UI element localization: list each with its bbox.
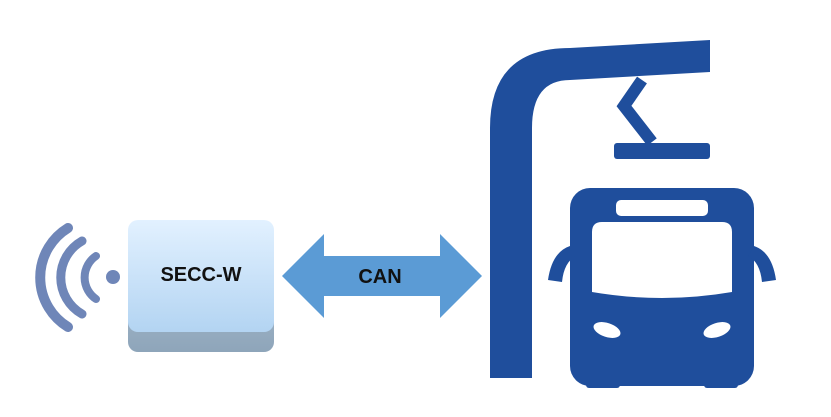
bus-mirror-left xyxy=(548,246,576,282)
module-label: SECC-W xyxy=(160,264,241,286)
bus-headlight-right xyxy=(703,322,731,338)
signal-dot xyxy=(106,270,120,284)
bus-windshield xyxy=(592,222,732,298)
bus-wheel-left xyxy=(586,378,620,388)
secc-w-module: SECC-W xyxy=(128,220,274,352)
bus-front-icon xyxy=(548,188,776,388)
arrow-label: CAN xyxy=(358,266,401,288)
module-face xyxy=(128,220,274,332)
bus-wheel-right xyxy=(704,378,738,388)
signal-arc-outer xyxy=(35,223,73,332)
pantograph-arm xyxy=(616,76,657,146)
wireless-signal-icon xyxy=(35,223,120,332)
bus-headlight-left xyxy=(593,322,621,338)
signal-arc-inner xyxy=(80,252,100,303)
double-arrow-shape xyxy=(282,234,482,318)
bus-destination-sign xyxy=(616,200,708,216)
pantograph-charger-icon xyxy=(490,40,710,378)
can-link-arrow: CAN xyxy=(282,234,482,318)
bus-mirror-right xyxy=(748,246,776,282)
charger-pole xyxy=(490,40,710,378)
pantograph-head xyxy=(614,143,710,159)
signal-arc-middle xyxy=(56,236,87,319)
